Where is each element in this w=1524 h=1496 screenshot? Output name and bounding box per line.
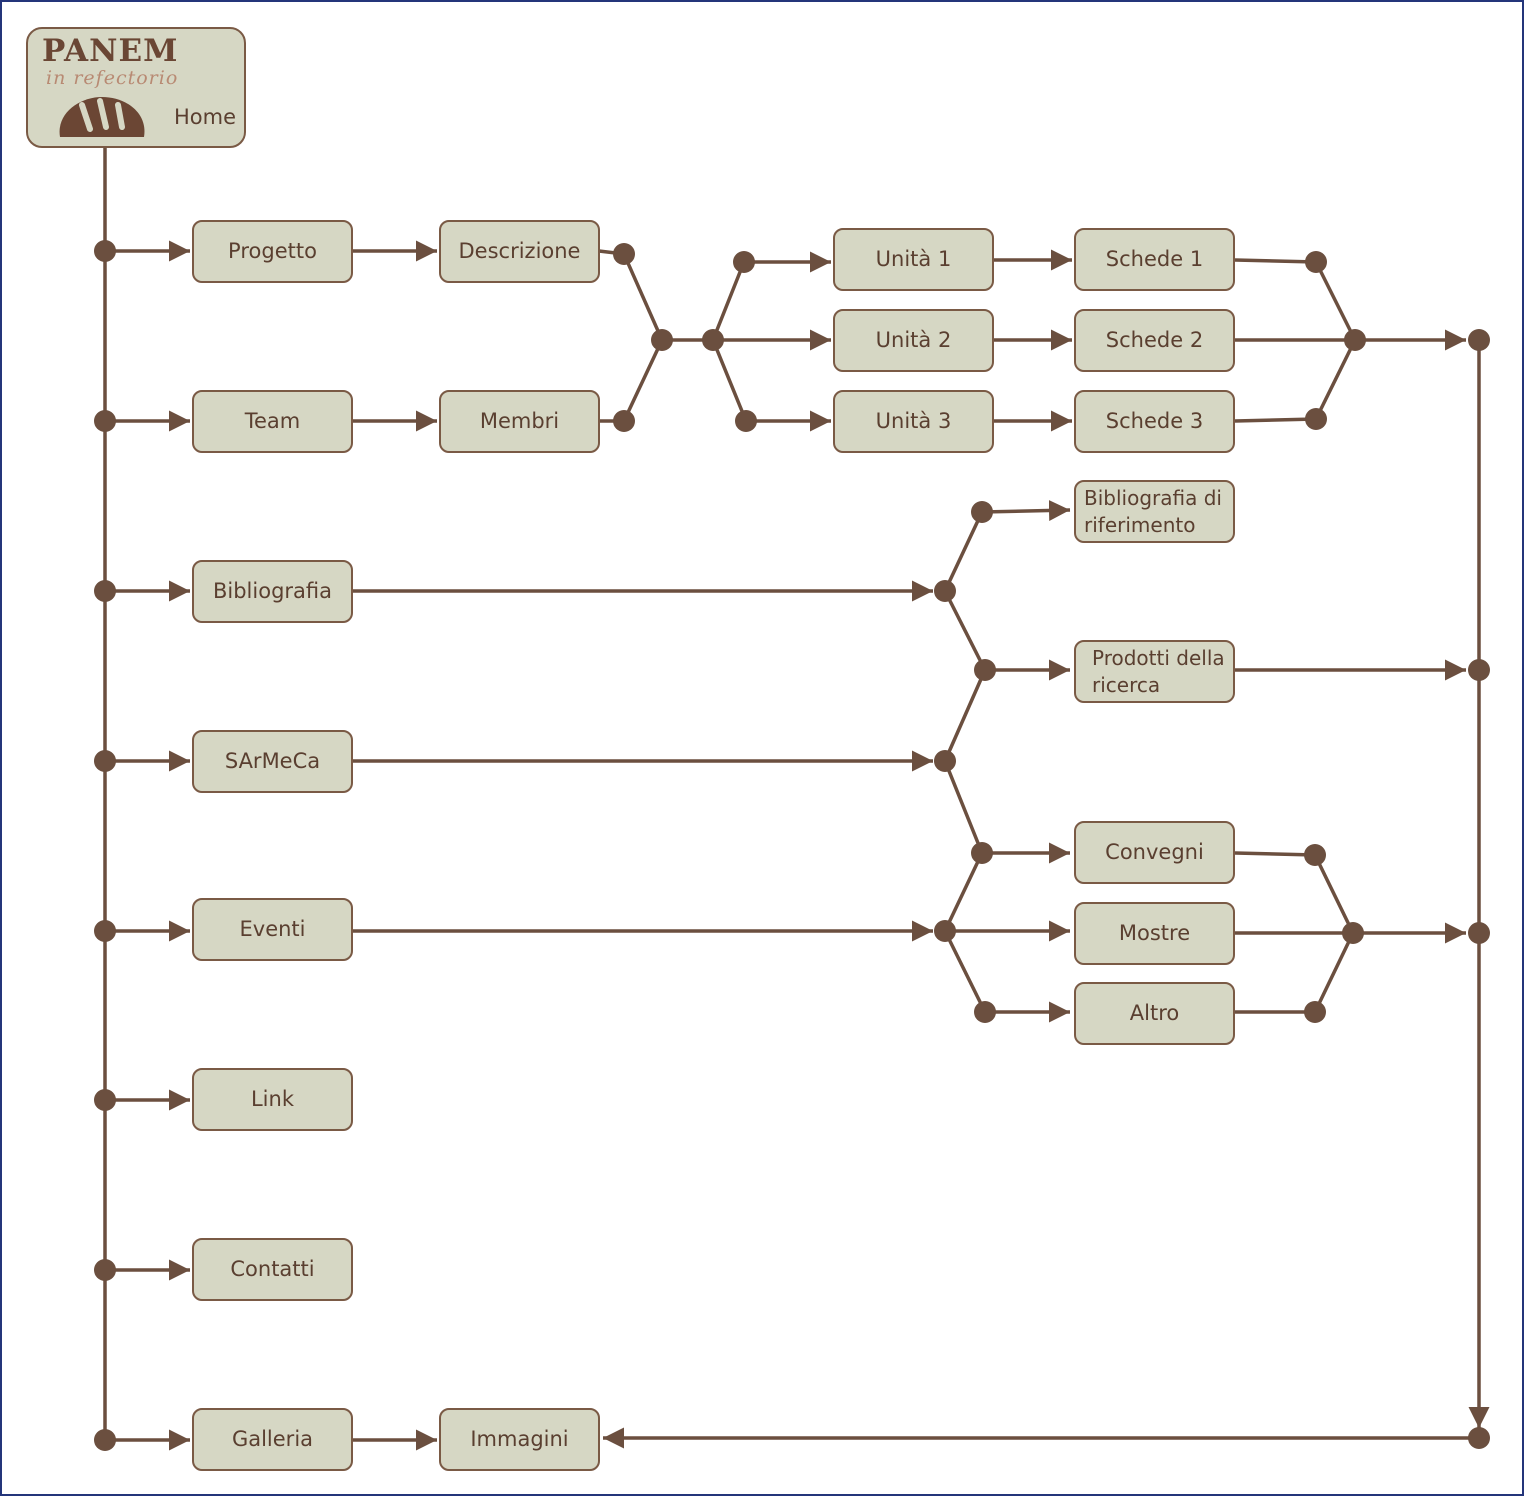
node-link[interactable]: Link <box>192 1068 353 1131</box>
node-unita-1[interactable]: Unità 1 <box>833 228 994 291</box>
bread-icon <box>59 97 145 137</box>
node-unita-3[interactable]: Unità 3 <box>833 390 994 453</box>
home-node[interactable]: PANEM in refectorio Home <box>26 27 246 148</box>
logo-title: PANEM <box>42 33 179 69</box>
node-progetto[interactable]: Progetto <box>192 220 353 283</box>
node-mostre[interactable]: Mostre <box>1074 902 1235 965</box>
node-contatti[interactable]: Contatti <box>192 1238 353 1301</box>
logo-subtitle: in refectorio <box>46 67 179 89</box>
node-convegni[interactable]: Convegni <box>1074 821 1235 884</box>
node-bibliografia-riferimento[interactable]: Bibliografia di riferimento <box>1074 480 1235 543</box>
node-schede-1[interactable]: Schede 1 <box>1074 228 1235 291</box>
node-altro[interactable]: Altro <box>1074 982 1235 1045</box>
node-schede-2[interactable]: Schede 2 <box>1074 309 1235 372</box>
node-immagini[interactable]: Immagini <box>439 1408 600 1471</box>
node-eventi[interactable]: Eventi <box>192 898 353 961</box>
node-bibliografia[interactable]: Bibliografia <box>192 560 353 623</box>
node-descrizione[interactable]: Descrizione <box>439 220 600 283</box>
node-membri[interactable]: Membri <box>439 390 600 453</box>
home-label: Home <box>174 105 237 129</box>
node-schede-3[interactable]: Schede 3 <box>1074 390 1235 453</box>
node-sarmeca[interactable]: SArMeCa <box>192 730 353 793</box>
node-unita-2[interactable]: Unità 2 <box>833 309 994 372</box>
node-team[interactable]: Team <box>192 390 353 453</box>
node-prodotti-ricerca[interactable]: Prodotti della ricerca <box>1074 640 1235 703</box>
node-galleria[interactable]: Galleria <box>192 1408 353 1471</box>
